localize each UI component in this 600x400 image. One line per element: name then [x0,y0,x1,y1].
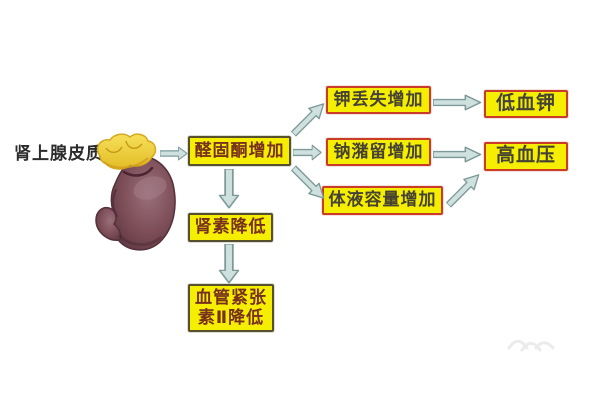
arrow-aldosterone-to-sodium-retention [293,144,322,161]
source-label-adrenal-cortex: 肾上腺皮质 [14,144,104,163]
arrow-aldosterone-to-fluid-volume [287,162,330,205]
angiotensin-line1: 血管紧张 [195,287,267,307]
node-potassium-loss-increase: 钾丢失增加 [326,86,431,114]
node-aldosterone-increase: 醛固酮增加 [188,136,291,166]
kidney-with-adrenal-icon [90,132,185,254]
node-hypertension: 高血压 [484,142,568,171]
arrow-aldosterone-to-potassium-loss [287,97,330,140]
arrow-potassium-loss-to-hypokalemia [433,94,482,111]
watermark [503,330,559,358]
arrow-renin-to-angiotensin [218,244,240,284]
angiotensin-line2: 素Ⅱ降低 [197,308,265,327]
node-angiotensin-ii-decrease: 血管紧张 素Ⅱ降低 [188,284,274,332]
node-fluid-volume-increase: 体液容量增加 [322,186,443,215]
node-sodium-retention-increase: 钠潴留增加 [326,138,431,166]
node-hypokalemia: 低血钾 [484,90,568,118]
arrow-adrenal-to-aldosterone [160,146,188,161]
node-renin-decrease: 肾素降低 [188,213,273,242]
arrow-aldosterone-to-renin [218,169,240,209]
arrow-fluid-volume-to-hypertension [442,168,485,211]
arrow-sodium-retention-to-hypertension [433,146,482,163]
